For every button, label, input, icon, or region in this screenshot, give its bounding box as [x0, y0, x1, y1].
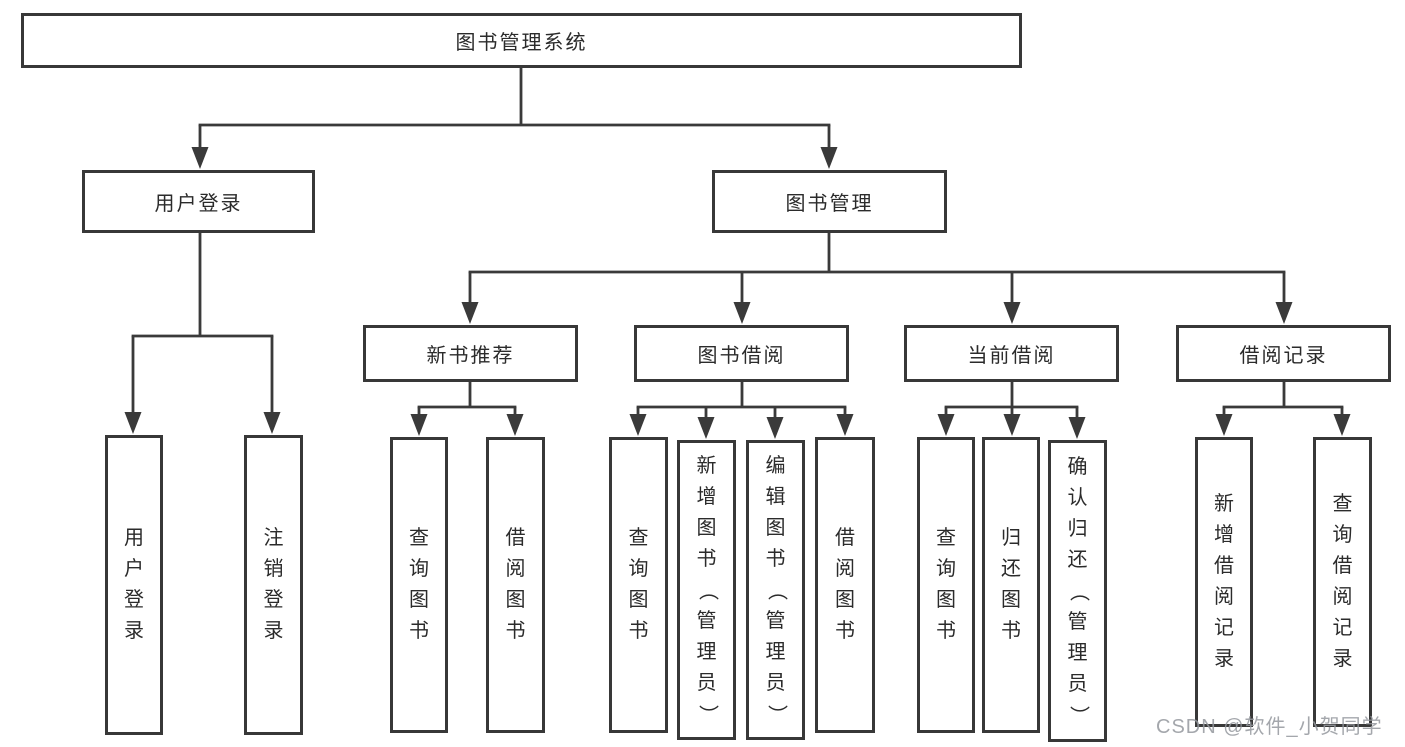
leaf-edit-book-admin-label: 编辑图书（管理员） — [765, 454, 787, 725]
node-borrow-record: 借阅记录 — [1176, 325, 1391, 382]
node-library-system: 图书管理系统 — [21, 13, 1022, 68]
leaf-query-book-current: 查询图书 — [917, 437, 975, 733]
node-current-borrow-label: 当前借阅 — [967, 345, 1056, 367]
leaf-borrow-book-recommend-label: 借阅图书 — [505, 527, 526, 642]
leaf-add-borrow-record-label: 新增借阅记录 — [1214, 493, 1234, 670]
leaf-borrow-book-label: 借阅图书 — [835, 527, 855, 642]
leaf-confirm-return-admin: 确认归还（管理员） — [1048, 440, 1107, 742]
node-borrow-record-label: 借阅记录 — [1239, 345, 1328, 367]
node-library-system-label: 图书管理系统 — [455, 32, 588, 54]
leaf-query-borrow-record: 查询借阅记录 — [1313, 437, 1372, 727]
node-book-management: 图书管理 — [712, 170, 947, 233]
leaf-query-book-current-label: 查询图书 — [936, 527, 956, 642]
leaf-return-book: 归还图书 — [982, 437, 1040, 733]
node-book-borrow: 图书借阅 — [634, 325, 849, 382]
leaf-query-borrow-record-label: 查询借阅记录 — [1332, 493, 1353, 670]
leaf-logout: 注销登录 — [244, 435, 303, 735]
leaf-query-book-borrow: 查询图书 — [609, 437, 668, 733]
node-new-book-recommend: 新书推荐 — [363, 325, 578, 382]
leaf-add-book-admin-label: 新增图书（管理员） — [696, 454, 718, 725]
leaf-user-login: 用户登录 — [105, 435, 163, 735]
leaf-add-book-admin: 新增图书（管理员） — [677, 440, 736, 740]
node-user-login-label: 用户登录 — [154, 193, 243, 215]
node-user-login: 用户登录 — [82, 170, 315, 233]
node-new-book-recommend-label: 新书推荐 — [426, 345, 515, 367]
node-book-borrow-label: 图书借阅 — [697, 345, 786, 367]
leaf-borrow-book: 借阅图书 — [815, 437, 875, 733]
watermark: CSDN @软件_小贺同学 — [1156, 716, 1383, 738]
node-book-management-label: 图书管理 — [785, 193, 874, 215]
leaf-edit-book-admin: 编辑图书（管理员） — [746, 440, 805, 740]
leaf-add-borrow-record: 新增借阅记录 — [1195, 437, 1253, 727]
leaf-query-book-recommend-label: 查询图书 — [409, 527, 429, 642]
leaf-confirm-return-admin-label: 确认归还（管理员） — [1067, 455, 1089, 726]
leaf-borrow-book-recommend: 借阅图书 — [486, 437, 545, 733]
leaf-user-login-label: 用户登录 — [124, 527, 144, 642]
leaf-query-book-borrow-label: 查询图书 — [628, 527, 649, 642]
leaf-query-book-recommend: 查询图书 — [390, 437, 448, 733]
node-current-borrow: 当前借阅 — [904, 325, 1119, 382]
leaf-logout-label: 注销登录 — [263, 527, 284, 642]
leaf-return-book-label: 归还图书 — [1001, 527, 1021, 642]
